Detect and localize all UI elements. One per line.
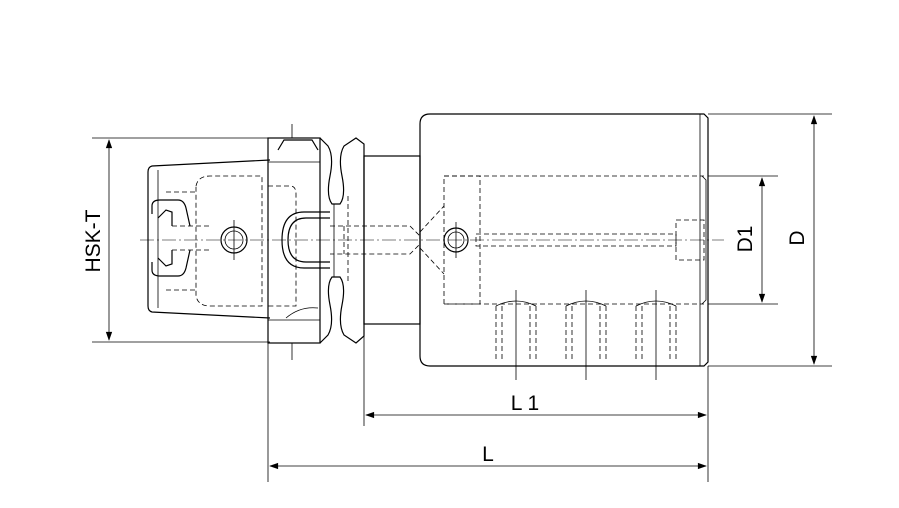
l1-label: L 1 bbox=[511, 392, 539, 415]
hsk-taper bbox=[147, 159, 271, 319]
main-body bbox=[419, 113, 709, 380]
d-label: D bbox=[786, 230, 809, 245]
grip-grooves bbox=[495, 290, 677, 380]
flange-collar bbox=[267, 124, 365, 360]
dimensions bbox=[92, 113, 832, 482]
d1-label: D1 bbox=[734, 226, 757, 253]
l-label: L bbox=[482, 443, 494, 466]
hsk-label: HSK-T bbox=[82, 209, 105, 272]
